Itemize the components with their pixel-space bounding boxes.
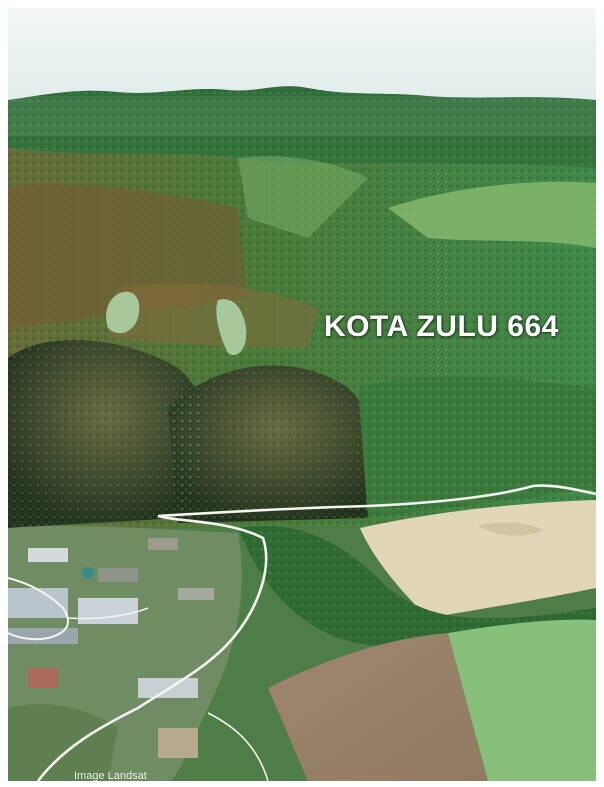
road-loop bbox=[67, 607, 149, 620]
road-village bbox=[8, 577, 69, 641]
clearing-right bbox=[216, 299, 247, 356]
clearing-left bbox=[106, 291, 140, 334]
map-viewport[interactable]: KOTA ZULU 664 Image Landsat bbox=[8, 8, 596, 781]
road-south bbox=[36, 514, 268, 781]
meadow-upper-right bbox=[388, 181, 596, 248]
location-label: KOTA ZULU 664 bbox=[324, 310, 559, 343]
imagery-attribution: Image Landsat bbox=[74, 770, 147, 781]
road-main bbox=[157, 484, 596, 518]
green-field bbox=[448, 619, 596, 781]
brown-field bbox=[268, 633, 488, 781]
road-east-village bbox=[207, 712, 269, 781]
terrain-view bbox=[8, 8, 596, 781]
